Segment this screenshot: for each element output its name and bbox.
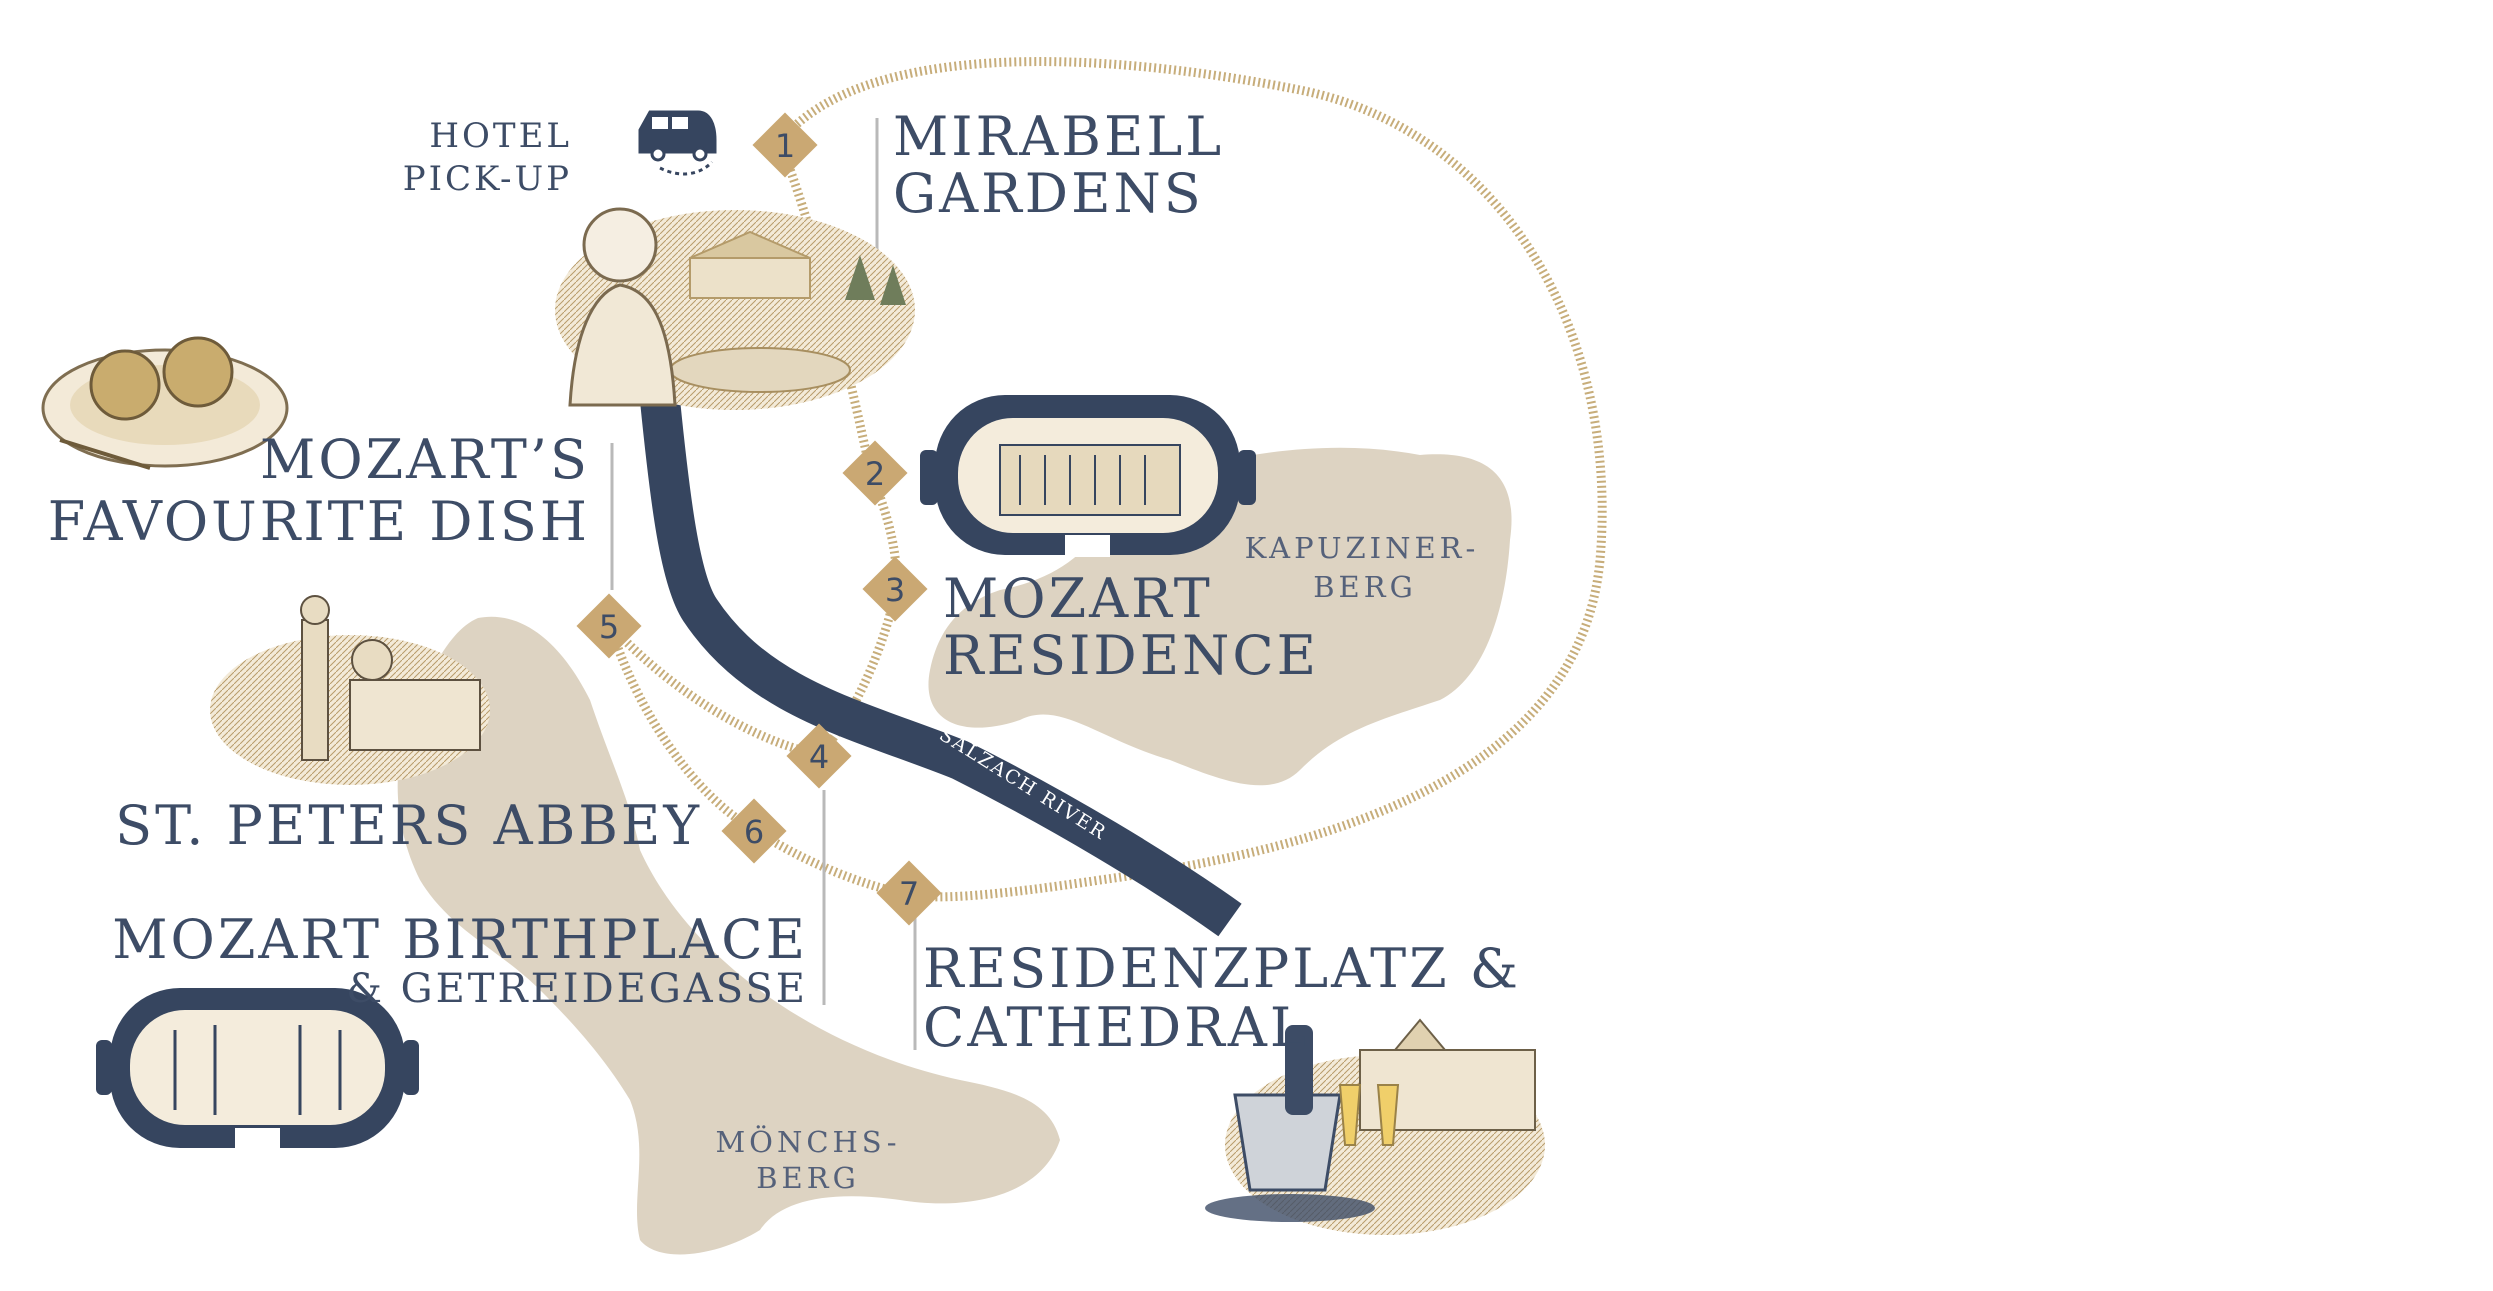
stop-marker-7[interactable]: 7 [876, 860, 942, 926]
stop-5-title-line1: MOZART’S [260, 428, 590, 491]
moenchsberg-label-line1: MÖNCHS- [715, 1124, 900, 1159]
getreidegasse-vr-goggles [96, 988, 419, 1150]
svg-text:7: 7 [899, 875, 919, 913]
svg-text:2: 2 [865, 455, 885, 493]
birthplace-title-line2: & GETREIDEGASSE [346, 966, 808, 1012]
kapuzinerberg-label-line2: BERG [1313, 570, 1416, 604]
hotel-pickup-line2: PICK-UP [403, 159, 572, 199]
van-icon [638, 110, 717, 176]
stop-marker-5[interactable]: 5 [576, 593, 642, 659]
stop-5-title-line2: FAVOURITE DISH [48, 490, 590, 553]
river-label: SALZACH RIVER [935, 724, 1110, 845]
salzach-river [640, 398, 1242, 937]
kapuzinerberg-label-line1: KAPUZINER- [1245, 531, 1480, 565]
moenchsberg-hill [397, 616, 1060, 1255]
stop-6-title: ST. PETERS ABBEY [115, 794, 702, 857]
svg-text:3: 3 [885, 571, 905, 609]
stop-7-title-line1: RESIDENZPLATZ & [923, 937, 1521, 1000]
svg-text:1: 1 [775, 127, 795, 165]
moenchsberg-label-line2: BERG [756, 1161, 859, 1195]
kapuzinerberg-hill [928, 447, 1512, 786]
st-peters-abbey-engraving [210, 595, 490, 785]
stop-marker-3[interactable]: 3 [862, 556, 928, 622]
svg-text:4: 4 [809, 738, 829, 776]
birthplace-title-line1: MOZART BIRTHPLACE [112, 908, 808, 971]
stop-marker-4[interactable]: 4 [786, 723, 852, 789]
mozart-residence-vr-goggles [920, 395, 1256, 557]
svg-text:5: 5 [599, 608, 619, 646]
stop-1-title-line1: MIRABELL [893, 105, 1224, 168]
dumplings-plate-engraving [41, 336, 289, 470]
stop-marker-1[interactable]: 1 [752, 112, 818, 178]
stop-1-title-line2: GARDENS [893, 162, 1204, 225]
mirabell-gardens-engraving [555, 207, 915, 410]
champagne-cathedral-engraving [1205, 1018, 1545, 1235]
stop-3-title-line2: RESIDENCE [943, 624, 1319, 687]
stop-marker-2[interactable]: 2 [842, 440, 908, 506]
stop-7-title-line2: CATHEDRAL [923, 996, 1309, 1059]
hotel-pickup-line1: HOTEL [429, 116, 572, 156]
stop-3-title-line1: MOZART [943, 567, 1213, 630]
stop-marker-6[interactable]: 6 [721, 798, 787, 864]
svg-text:6: 6 [744, 813, 764, 851]
